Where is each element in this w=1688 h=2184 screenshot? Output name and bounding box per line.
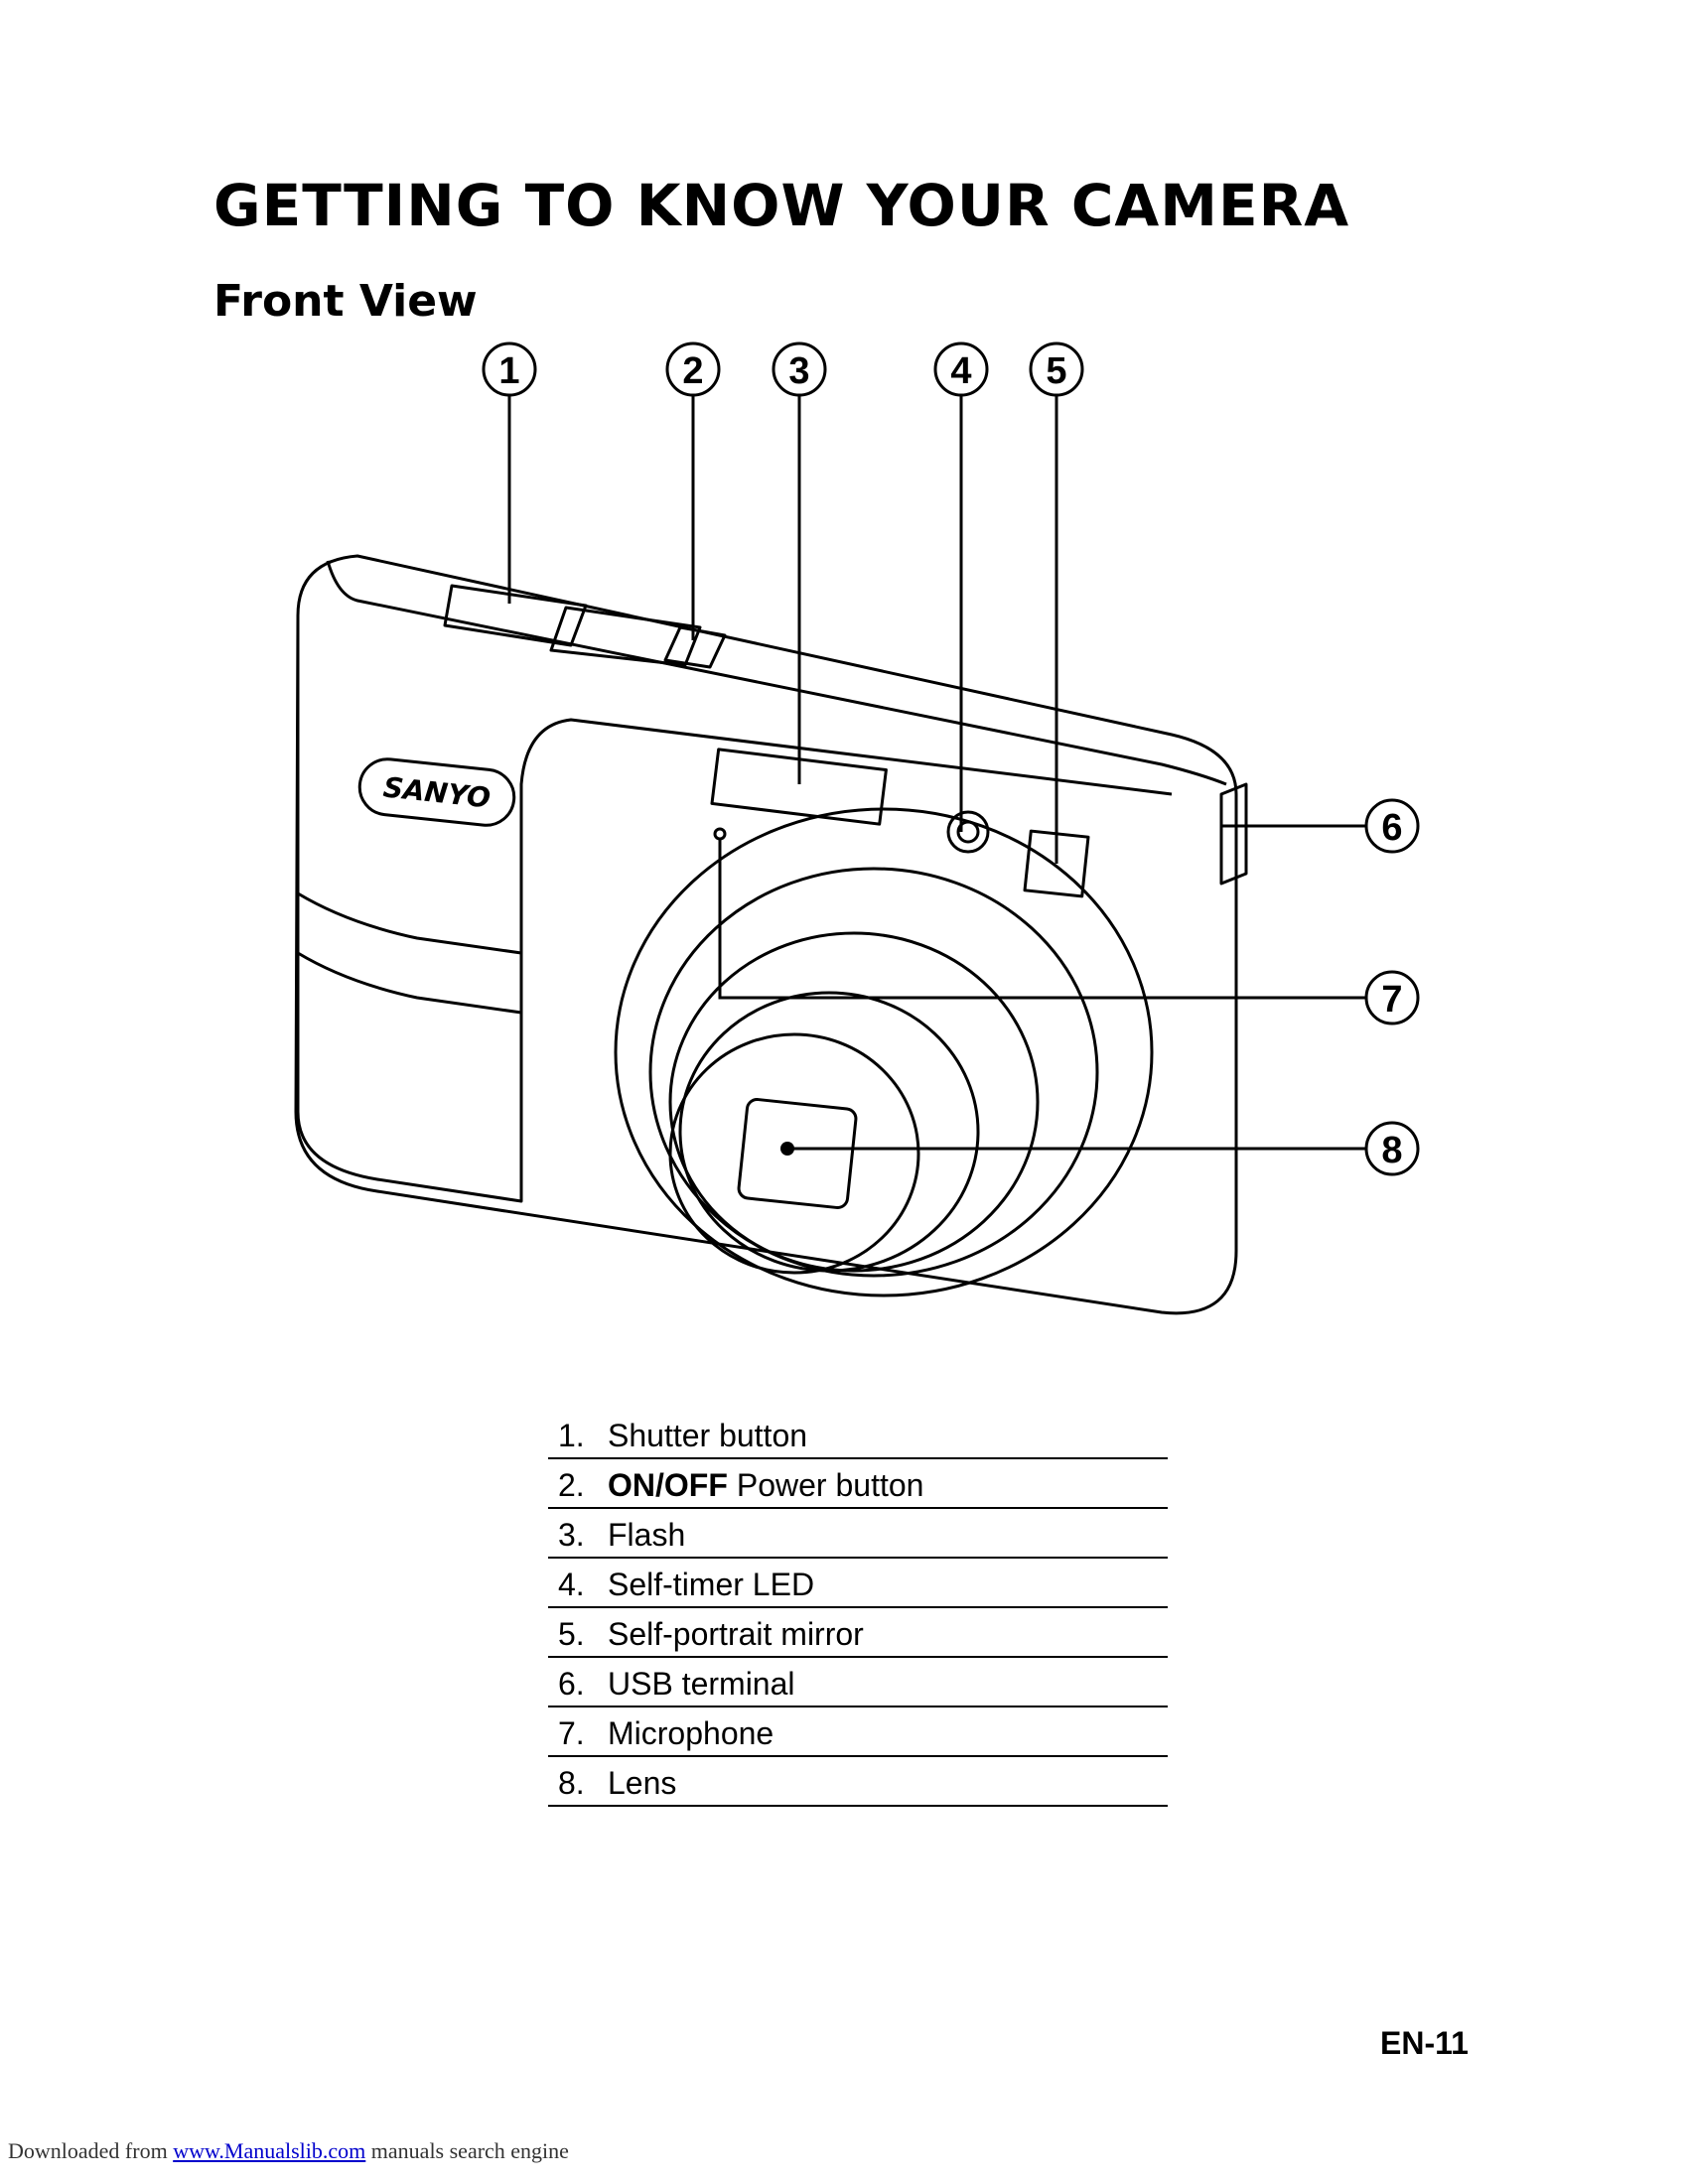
item-number: 1. [558,1417,585,1453]
camera-grip [296,615,1173,1203]
list-item: 7. Microphone [548,1707,1168,1757]
leader-line-7 [718,839,1365,1000]
self-portrait-mirror [1023,829,1090,898]
page-number: EN-11 [1380,2025,1469,2061]
top-panel [549,606,702,667]
callout-label: 6 [1381,807,1402,849]
grip-seam-2 [297,951,522,1015]
footer-suffix: manuals search engine [365,2138,569,2163]
item-text: Self-portrait mirror [608,1615,864,1652]
item-number: 3. [558,1516,585,1553]
list-item: 5. Self-portrait mirror [548,1608,1168,1658]
callout-label: 1 [498,350,519,392]
callout-circle-7 [1364,970,1420,1025]
callout-circle-2 [665,341,721,397]
callout-label: 7 [1381,979,1402,1021]
power-button [663,625,727,669]
item-number: 4. [558,1566,585,1602]
list-item: 3. Flash [548,1509,1168,1559]
page-title: GETTING TO KNOW YOUR CAMERA [213,172,1350,239]
lens-ring-outer [614,807,1154,1297]
item-bold-label: ON/OFF [608,1466,728,1503]
item-number: 7. [558,1714,585,1751]
item-text: Microphone [608,1714,774,1751]
callout-label: 2 [682,350,703,392]
lens-barrel [668,1032,920,1275]
self-timer-led [946,810,990,854]
item-text: USB terminal [608,1665,795,1702]
list-item: 8. Lens [548,1757,1168,1807]
brand-logo-badge [357,757,516,827]
callout-circle-6 [1364,798,1420,854]
lens-ring-2 [648,867,1099,1278]
item-text: Flash [608,1516,686,1553]
grip-seam [297,891,522,955]
item-text: Lens [608,1764,677,1801]
item-number: 5. [558,1615,585,1652]
callout-label: 4 [950,350,971,392]
footer: Downloaded from www.Manualslib.com manua… [8,2138,569,2164]
footer-prefix: Downloaded from [8,2138,174,2163]
flash-window [710,748,888,826]
callout-label: 5 [1046,350,1066,392]
list-item: 1. Shutter button [548,1410,1168,1459]
brand-logo: SANYO [381,770,492,814]
lens-glass [737,1098,858,1209]
callout-circle-4 [933,341,989,397]
lens-ring-3 [668,931,1040,1273]
lens-ring-4 [678,991,980,1273]
usb-terminal [1219,782,1248,886]
list-item: 4. Self-timer LED [548,1559,1168,1608]
callout-circle-3 [772,341,827,397]
camera-body [294,554,1238,1315]
item-number: 8. [558,1764,585,1801]
item-text: Power button [736,1466,924,1503]
callout-circle-8 [1364,1121,1420,1176]
callout-label: 8 [1381,1130,1402,1171]
list-item: 6. USB terminal [548,1658,1168,1707]
camera-top-edge [326,560,1227,786]
item-text: Shutter button [608,1417,808,1453]
item-text: Self-timer LED [608,1566,815,1602]
section-title: Front View [213,276,478,327]
camera-front-diagram: 1 2 3 4 5 6 7 8 SANYO [294,341,1420,1315]
shutter-button [443,584,588,647]
manualslib-link[interactable]: www.Manualslib.com [173,2138,366,2163]
item-number: 6. [558,1665,585,1702]
callout-label: 3 [788,350,809,392]
callout-circle-1 [482,341,537,397]
callout-circle-5 [1029,341,1084,397]
microphone [713,827,727,841]
item-number: 2. [558,1466,585,1503]
